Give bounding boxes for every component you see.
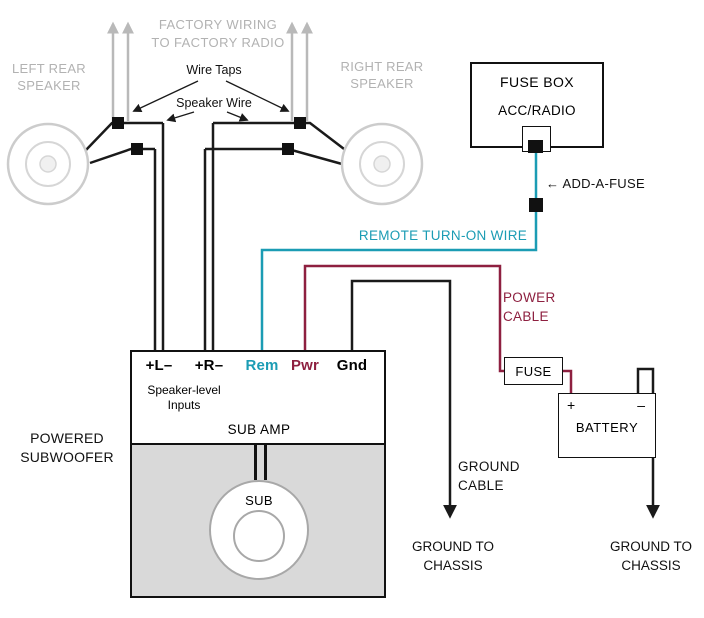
terminal-ground: Gnd <box>336 357 368 374</box>
right-speaker-dustcap <box>373 155 391 173</box>
subwoofer-enclosure: SUB <box>130 443 386 598</box>
sub-label: SUB <box>245 493 273 508</box>
right-rear-speaker <box>340 122 424 206</box>
label-pointers <box>132 80 290 123</box>
speaker-wire-label: Speaker Wire <box>176 96 252 110</box>
powered-subwoofer-label: POWERED SUBWOOFER <box>20 430 114 465</box>
sub-lead-wire <box>264 445 267 480</box>
wire-taps-pointer-right <box>225 80 290 112</box>
sub-speaker-dustcap <box>233 510 285 562</box>
left-speaker-wire-top <box>85 121 163 151</box>
powered-subwoofer-amp: +L– +R– Rem Pwr Gnd Speaker-level Inputs… <box>130 350 386 598</box>
wire-tap-square <box>131 143 143 155</box>
factory-wiring-arrows <box>107 21 313 121</box>
add-a-fuse-plug <box>528 140 543 153</box>
ground-to-chassis-left-label: GROUND TO CHASSIS <box>411 539 494 573</box>
inline-fuse: FUSE <box>504 357 563 385</box>
wire-taps-label: Wire Taps <box>186 63 242 77</box>
terminal-remote: Rem <box>245 357 279 374</box>
power-cable-wire <box>303 264 505 373</box>
wire-tap-square <box>282 143 294 155</box>
power-cable-label: POWER CABLE <box>503 290 556 324</box>
add-a-fuse-holder <box>529 198 543 212</box>
acc-radio-slot-label: ACC/RADIO <box>498 103 576 118</box>
add-a-fuse-label: ← ADD-A-FUSE <box>546 176 645 191</box>
terminal-power: Pwr <box>290 357 320 374</box>
speaker-wire-pointer-right <box>226 111 249 122</box>
terminal-left-input: +L– <box>145 357 173 374</box>
battery-label: BATTERY <box>575 420 639 435</box>
right-speaker-wire-bottom <box>205 147 343 166</box>
power-cable-to-battery <box>561 369 573 394</box>
ground-cable-label: GROUND CABLE <box>458 459 520 493</box>
right-speaker-wire-top <box>213 121 349 153</box>
speaker-wires <box>85 121 349 352</box>
remote-turn-on-label: REMOTE TURN-ON WIRE <box>358 228 528 243</box>
acc-radio-fuse-slot <box>522 126 551 153</box>
wire-taps <box>112 117 306 155</box>
battery-minus-terminal: – <box>637 397 645 413</box>
wire-taps-pointer-left <box>132 80 199 113</box>
speaker-wire-pointer-left <box>166 111 195 123</box>
sub-amp-label: SUB AMP <box>227 422 291 437</box>
fuse-box: FUSE BOX ACC/RADIO <box>470 62 604 153</box>
sub-lead-wire <box>254 445 257 480</box>
ground-to-chassis-right-label: GROUND TO CHASSIS <box>609 539 692 573</box>
wire-tap-square <box>112 117 124 129</box>
left-speaker-wire-bottom <box>89 147 155 165</box>
fuse-box-title: FUSE BOX <box>500 74 574 90</box>
factory-wiring-label: FACTORY WIRING TO FACTORY RADIO <box>151 17 285 50</box>
sub-speaker-cone <box>209 480 309 580</box>
left-rear-speaker <box>6 122 90 206</box>
terminal-right-input: +R– <box>194 357 224 374</box>
amp-ground-wire <box>350 279 457 519</box>
battery: + – BATTERY <box>558 393 656 458</box>
left-speaker-dustcap <box>39 155 57 173</box>
right-rear-speaker-label: RIGHT REAR SPEAKER <box>340 59 424 91</box>
battery-plus-terminal: + <box>567 397 576 413</box>
left-rear-speaker-label: LEFT REAR SPEAKER <box>12 61 86 93</box>
inline-fuse-label: FUSE <box>515 363 552 379</box>
wire-tap-square <box>294 117 306 129</box>
speaker-level-inputs-label: Speaker-level Inputs <box>147 383 221 412</box>
